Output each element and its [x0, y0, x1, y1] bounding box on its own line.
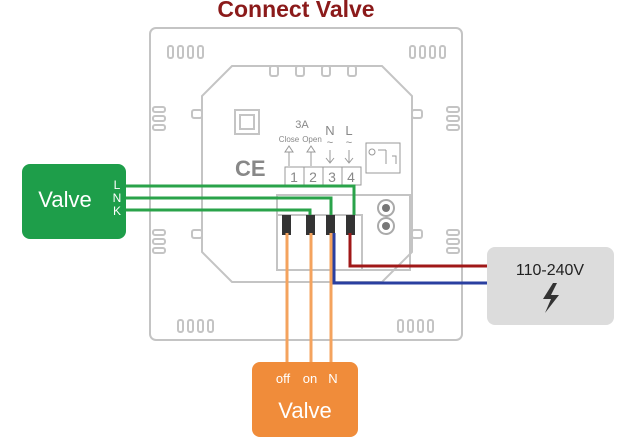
open-label: Open — [302, 135, 322, 144]
corner-vent-bottom-left — [177, 319, 214, 333]
valve-bottom-pin-on: on — [303, 371, 317, 386]
valve-left-pin-l: L — [114, 178, 121, 192]
close-label: Close — [279, 135, 300, 144]
n-label: N — [325, 123, 334, 138]
valve-left-pin-n: N — [113, 191, 122, 205]
terminal-symbols — [284, 142, 401, 174]
square-mark-icon — [234, 109, 260, 135]
terminal-number: 2 — [309, 169, 317, 185]
lightning-bolt-icon — [543, 283, 559, 313]
power-supply-box: 110-240V — [487, 247, 614, 325]
screw-terminals — [282, 199, 395, 235]
corner-vent-bottom-right — [397, 319, 434, 333]
thermostat-back-plate — [149, 27, 463, 341]
valve-left-label: Valve — [38, 187, 91, 212]
valve-bottom-box: off on N Valve — [252, 362, 358, 437]
terminal-number: 4 — [347, 169, 355, 185]
red-wire — [348, 233, 488, 268]
wire-l — [125, 184, 356, 215]
rating-label: 3A — [295, 119, 309, 131]
corner-vent-top-left — [167, 45, 204, 59]
n-tilde: ~ — [327, 137, 333, 149]
terminal-number: 1 — [290, 169, 298, 185]
valve-bottom-pin-off: off — [276, 371, 291, 386]
green-wires — [125, 184, 356, 215]
l-tilde: ~ — [346, 137, 352, 149]
power-voltage-label: 110-240V — [516, 262, 585, 279]
valve-bottom-label: Valve — [278, 398, 331, 423]
corner-vent-top-right — [409, 45, 446, 59]
valve-left-pin-k: K — [113, 204, 121, 218]
wire-n — [125, 196, 333, 215]
orange-wires — [285, 233, 333, 370]
wire-k — [125, 208, 312, 215]
valve-left-box: Valve L N K — [22, 164, 126, 239]
terminal-number: 3 — [328, 169, 336, 185]
valve-bottom-pin-n: N — [328, 371, 337, 386]
relay-icon — [365, 142, 401, 174]
blue-wire — [332, 233, 488, 285]
l-label: L — [345, 123, 352, 138]
diagram-title: Connect Valve — [217, 0, 374, 22]
ce-mark: CE — [235, 156, 266, 181]
terminal-block: 1 2 3 4 — [284, 166, 362, 186]
